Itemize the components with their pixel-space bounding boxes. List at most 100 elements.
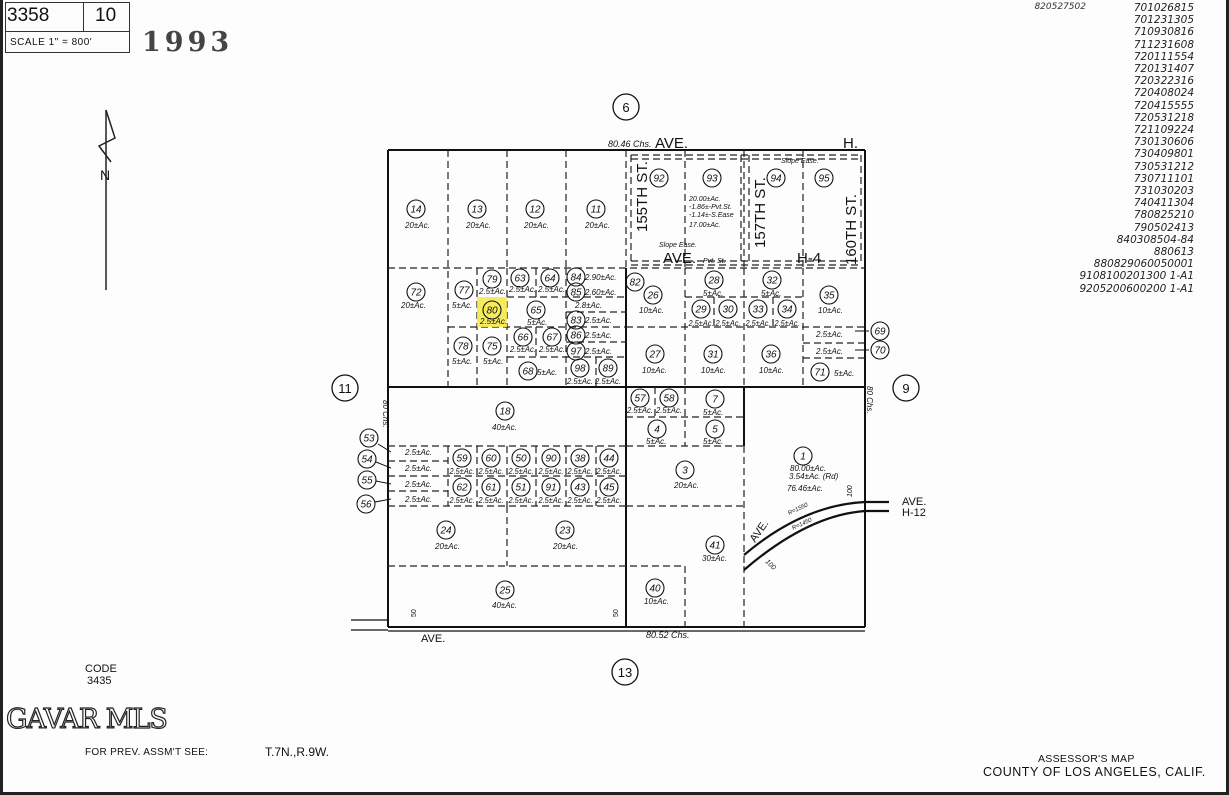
parcel-77[interactable]: 775±Ac. <box>452 280 474 310</box>
parcel-3[interactable]: 320±Ac. <box>673 460 699 490</box>
adjacent-map-east[interactable]: 9 <box>892 374 920 402</box>
parcel-45[interactable]: 452.5±Ac. <box>596 477 622 505</box>
parcel-number: 92 <box>653 174 665 185</box>
map-index-circle <box>892 374 920 402</box>
parcel-50[interactable]: 502.5±Ac. <box>508 448 534 476</box>
parcel-29[interactable]: 292.5±Ac. <box>688 299 714 328</box>
parcel-acreage: 5±Ac. <box>527 318 547 327</box>
parcel-94[interactable]: 94 <box>766 168 786 188</box>
parcel-63[interactable]: 632.5±Ac. <box>508 268 536 294</box>
parcel-70[interactable]: 702.5±Ac. <box>815 340 890 360</box>
parcel-5[interactable]: 55±Ac. <box>703 419 725 446</box>
parcel-69[interactable]: 692.5±Ac. <box>815 321 890 341</box>
parcel-44[interactable]: 442.5±Ac. <box>596 448 622 476</box>
parcel-82[interactable]: 82 <box>625 272 645 292</box>
parcel-number: 79 <box>486 275 498 286</box>
parcel-acreage: 2.5±Ac. <box>655 406 682 415</box>
revision-number: 730711101 <box>1133 172 1194 185</box>
parcel-51[interactable]: 512.5±Ac. <box>508 477 534 505</box>
parcel-32[interactable]: 325±Ac. <box>761 270 782 298</box>
parcel-number: 24 <box>439 526 452 537</box>
parcel-67[interactable]: 672.5±Ac. <box>538 327 565 354</box>
east-chains: 80 Chs. <box>865 386 874 414</box>
parcel-60[interactable]: 602.5±Ac. <box>478 448 504 476</box>
bottom-ave-label: AVE. <box>421 633 445 645</box>
parcel-1[interactable]: 180.00±Ac. <box>790 446 826 473</box>
parcel-90[interactable]: 902.5±Ac. <box>538 448 564 476</box>
parcel-number: 40 <box>649 584 661 595</box>
adjacent-map-west[interactable]: 11 <box>331 374 359 402</box>
pvt-st-label: Pvt. St. <box>703 258 726 265</box>
parcel-75[interactable]: 755±Ac. <box>482 336 503 366</box>
parcel-59[interactable]: 592.5±Ac. <box>449 448 475 476</box>
parcel-number: 44 <box>603 454 615 465</box>
parcel-number: 3 <box>682 466 688 477</box>
parcel-34[interactable]: 342.5±Ac. <box>774 299 800 328</box>
parcel-number: 95 <box>818 174 830 185</box>
parcel-7[interactable]: 75±Ac. <box>703 389 725 417</box>
parcel-54[interactable]: 542.5±Ac. <box>357 449 432 473</box>
parcel-43[interactable]: 432.5±Ac. <box>567 477 593 505</box>
parcel-79[interactable]: 792.5±Ac. <box>478 269 506 296</box>
parcel-65[interactable]: 655±Ac. <box>526 300 547 327</box>
parcel-acreage: 2.5±Ac. <box>567 467 593 476</box>
parcel-number-circle <box>454 280 474 300</box>
parcel-93[interactable]: 93 <box>702 168 722 188</box>
adjacent-map-south[interactable]: 13 <box>611 658 639 686</box>
parcel-80[interactable]: 802.5±Ac. <box>477 297 507 327</box>
parcel-number-circle <box>570 358 590 378</box>
parcel-91[interactable]: 912.5±Ac. <box>538 477 564 505</box>
parcel-4[interactable]: 45±Ac. <box>646 419 667 446</box>
parcel-number-circle <box>357 449 377 469</box>
parcel-61[interactable]: 612.5±Ac. <box>478 477 504 505</box>
adjacent-map-north[interactable]: 6 <box>612 93 640 121</box>
parcel-53[interactable]: 532.5±Ac. <box>359 428 432 457</box>
parcel-number: 85 <box>570 288 582 299</box>
parcel-number: 41 <box>709 541 720 552</box>
revision-number: 720531218 <box>1133 111 1194 124</box>
parcel-62[interactable]: 622.5±Ac. <box>449 477 475 505</box>
parcel-number-circle <box>357 470 377 490</box>
parcel-33[interactable]: 332.5±Ac. <box>745 299 771 328</box>
parcel-64[interactable]: 642.5±Ac. <box>537 268 565 294</box>
parcel-number: 84 <box>570 273 582 284</box>
parcel-58[interactable]: 582.5±Ac. <box>655 388 682 415</box>
parcel-66[interactable]: 662.5±Ac. <box>509 327 536 354</box>
parcel-95[interactable]: 95 <box>814 168 834 188</box>
parcel-28[interactable]: 285±Ac. <box>703 270 724 298</box>
parcel-number-circle <box>766 168 786 188</box>
parcel-89[interactable]: 892.5±Ac. <box>594 358 621 386</box>
parcel-98[interactable]: 982.5±Ac. <box>566 358 593 386</box>
parcel-38[interactable]: 382.5±Ac. <box>567 448 593 476</box>
parcel-92[interactable]: 92 <box>649 168 669 188</box>
parcel-30[interactable]: 302.5±Ac. <box>715 299 741 328</box>
parcel-57[interactable]: 572.5±Ac. <box>626 388 653 415</box>
parcel-number: 1 <box>800 452 806 463</box>
parcel-number-circle <box>703 344 723 364</box>
parcel-78[interactable]: 785±Ac. <box>452 336 473 366</box>
